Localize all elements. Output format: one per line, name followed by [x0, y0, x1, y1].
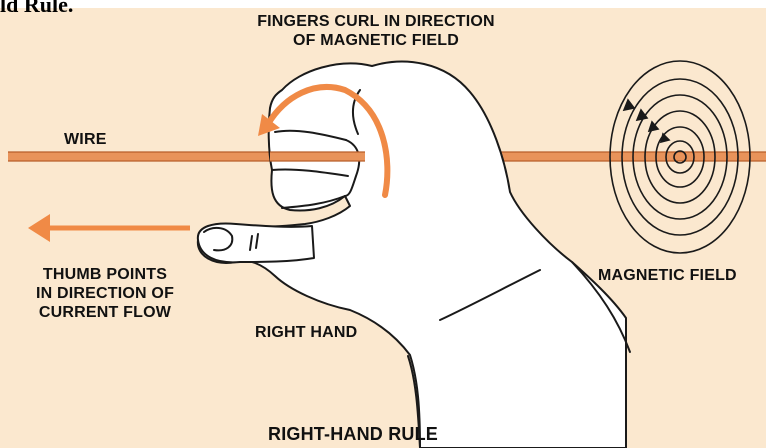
top-white-strip [0, 0, 766, 8]
thumb-points-line-2: IN DIRECTION OF [10, 284, 200, 303]
fingers-curl-line-1: FINGERS CURL IN DIRECTION [226, 12, 526, 31]
thumb-points-line-1: THUMB POINTS [10, 265, 200, 284]
thumb-points-line-3: CURRENT FLOW [10, 303, 200, 322]
diagram-title: RIGHT-HAND RULE [268, 425, 438, 444]
cut-off-heading: ld Rule. [0, 0, 73, 18]
magnetic-field-label: MAGNETIC FIELD [598, 266, 737, 285]
thumb-points-label: THUMB POINTS IN DIRECTION OF CURRENT FLO… [10, 265, 200, 322]
right-hand-label: RIGHT HAND [255, 323, 357, 342]
fingers-curl-label: FINGERS CURL IN DIRECTION OF MAGNETIC FI… [226, 12, 526, 50]
fingers-curl-line-2: OF MAGNETIC FIELD [226, 31, 526, 50]
wire-label: WIRE [64, 130, 107, 149]
wire-over-hand [270, 152, 365, 161]
